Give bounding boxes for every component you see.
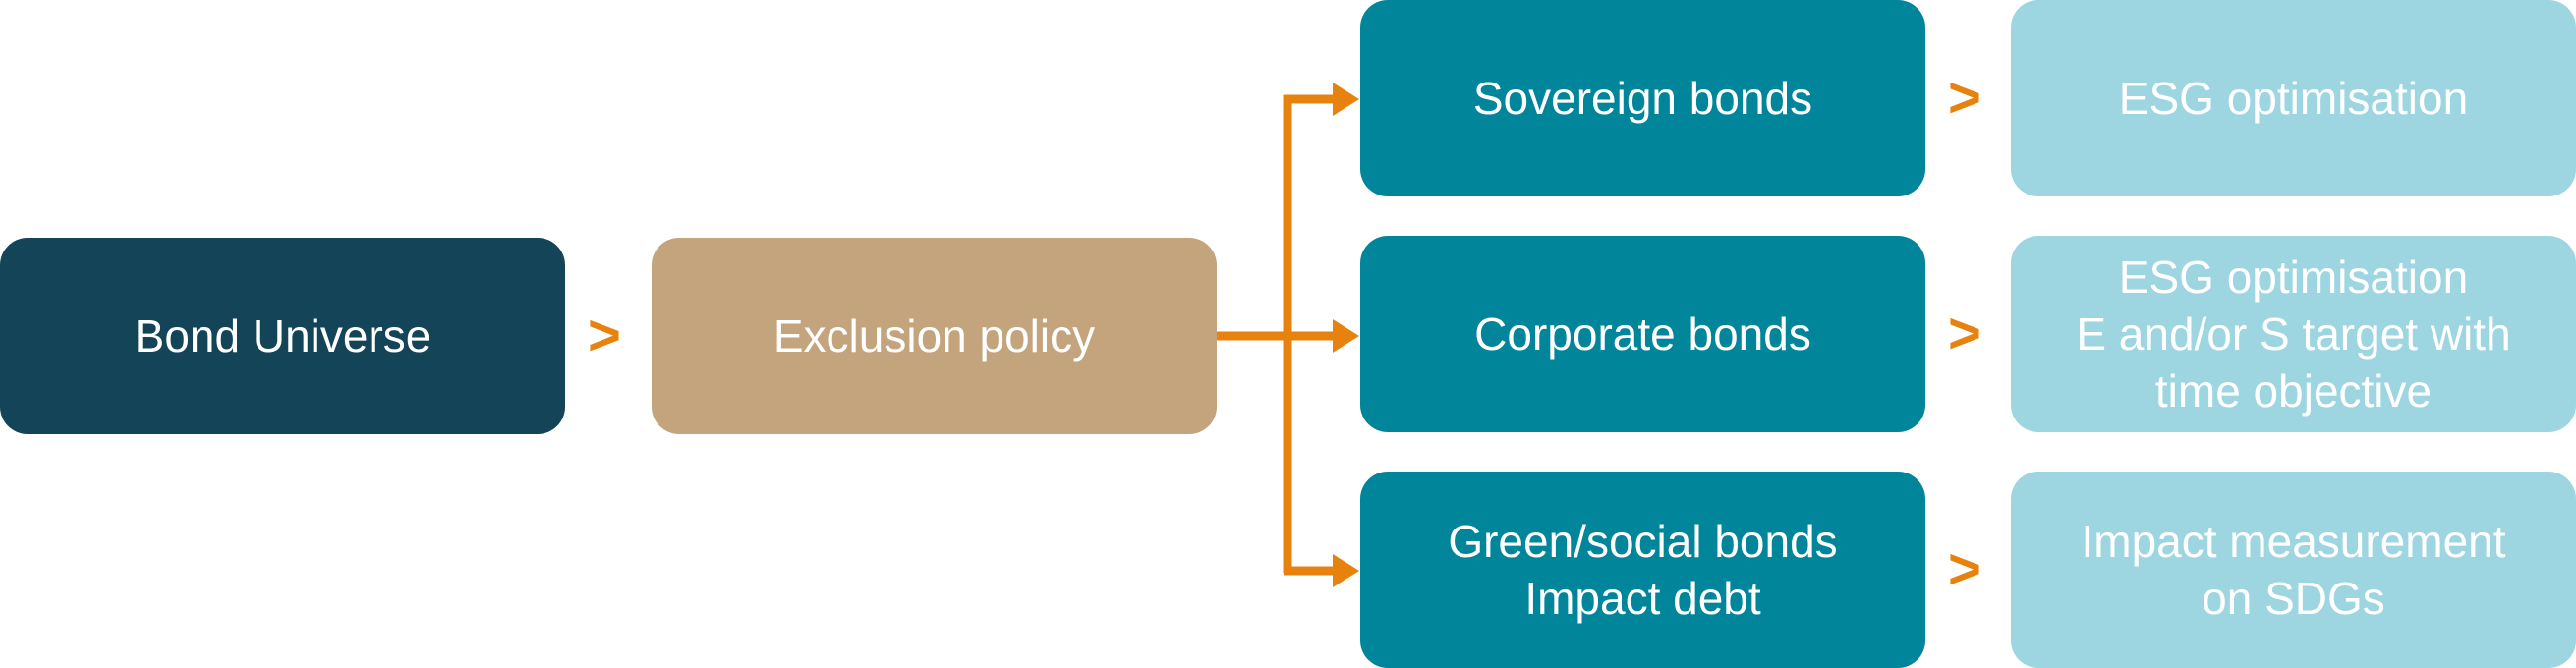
method-label-line: on SDGs [2202, 573, 2385, 624]
category-label-line: Sovereign bonds [1472, 73, 1813, 124]
category-box-corporate: Corporate bonds [1360, 236, 1925, 432]
arrowhead-corporate-icon [1333, 319, 1359, 353]
category-box-sovereign: Sovereign bonds [1360, 0, 1925, 196]
method-label-line: time objective [2154, 365, 2433, 417]
method-label-line: E and/or S target with [2076, 308, 2511, 360]
method-label-line: ESG optimisation [2118, 73, 2469, 124]
bond-universe-label: Bond Universe [134, 310, 431, 362]
method-box-green-social: Impact measurement on SDGs [2011, 472, 2576, 668]
arrowhead-green-icon [1333, 554, 1359, 587]
method-box-sovereign: ESG optimisation [2011, 0, 2576, 196]
method-label-line: ESG optimisation [2118, 251, 2469, 303]
corporate-to-method-separator: > [1948, 302, 1981, 365]
method-box-corporate: ESG optimisation E and/or S target with … [2011, 236, 2576, 432]
universe-to-exclusion-separator: > [588, 304, 621, 367]
exclusion-policy-label: Exclusion policy [773, 310, 1096, 362]
category-label-line: Impact debt [1524, 573, 1761, 624]
category-box-green-social: Green/social bonds Impact debt [1360, 472, 1925, 668]
exclusion-policy-box: Exclusion policy [652, 238, 1217, 434]
method-label-line: Impact measurement [2081, 516, 2506, 567]
green-to-method-separator: > [1948, 537, 1981, 601]
sovereign-to-method-separator: > [1948, 66, 1981, 130]
arrowhead-sovereign-icon [1333, 83, 1359, 116]
category-label-line: Corporate bonds [1474, 308, 1811, 360]
bond-universe-box: Bond Universe [0, 238, 565, 434]
category-label-line: Green/social bonds [1448, 516, 1838, 567]
